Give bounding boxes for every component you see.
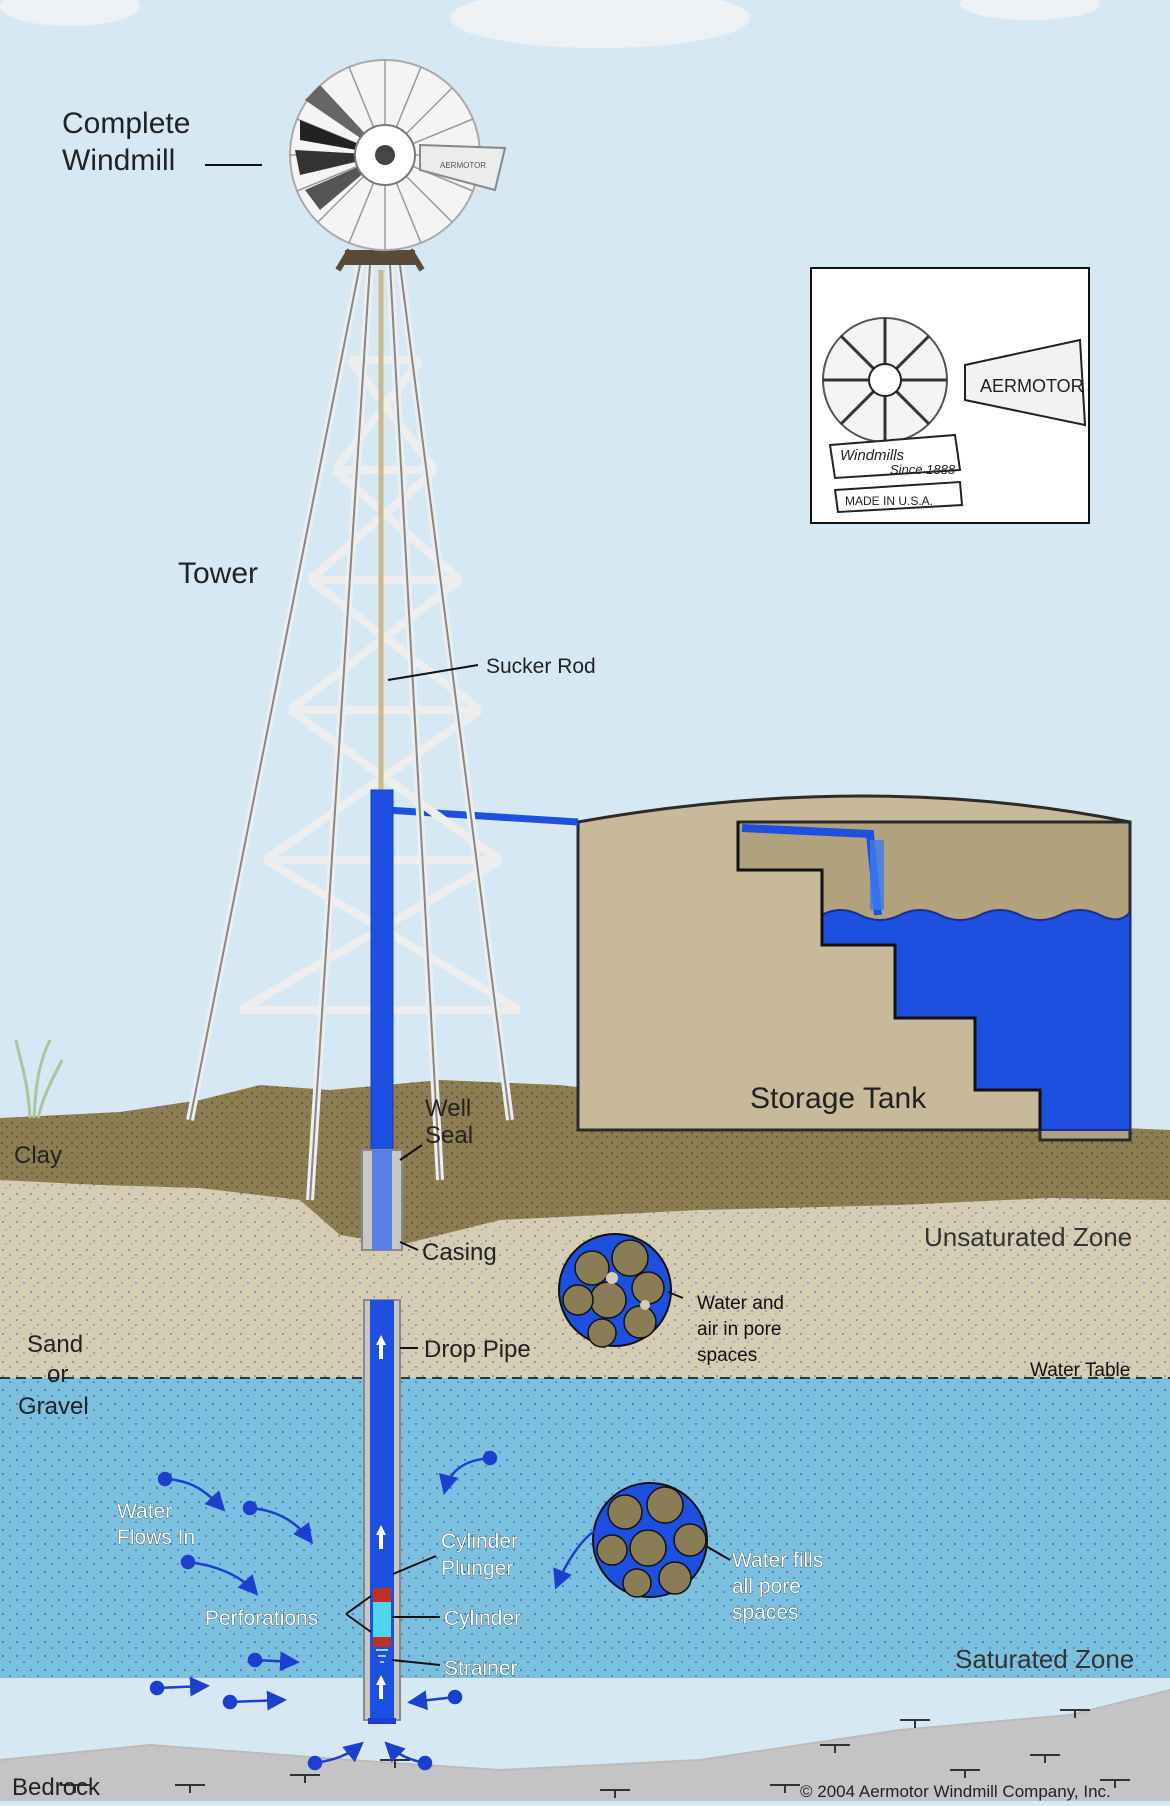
grass	[14, 1039, 64, 1119]
label-sucker-rod: Sucker Rod	[486, 655, 596, 678]
label-casing: Casing	[422, 1239, 497, 1266]
label-unsaturated-zone: Unsaturated Zone	[924, 1222, 1132, 1252]
label-drop-pipe: Drop Pipe	[424, 1336, 531, 1363]
bedrock-marks	[60, 1709, 1130, 1798]
copyright-text: © 2004 Aermotor Windmill Company, Inc.	[800, 1782, 1111, 1801]
label-complete-windmill-2: Windmill	[62, 144, 175, 177]
label-sand-1: Sand	[27, 1331, 83, 1358]
label-storage-tank: Storage Tank	[750, 1082, 927, 1115]
label-water-air-2: air in pore	[697, 1319, 782, 1340]
label-saturated-zone: Saturated Zone	[955, 1644, 1134, 1674]
label-water-fills-1: Water fills	[732, 1549, 823, 1572]
svg-text:AERMOTOR: AERMOTOR	[440, 161, 486, 170]
label-perforations: Perforations	[205, 1607, 318, 1630]
aermotor-logo: AERMOTOR Windmills Since 1888 MADE IN U.…	[810, 267, 1090, 524]
windmill-head: AERMOTOR	[289, 59, 507, 272]
label-clay: Clay	[14, 1142, 62, 1169]
pore-circle-unsaturated	[558, 1233, 672, 1348]
leader-lines	[205, 164, 731, 1666]
label-water-flows-2: Flows In	[117, 1526, 195, 1549]
logo-brand-text: AERMOTOR	[980, 376, 1084, 396]
label-cylinder-plunger-2: Plunger	[441, 1557, 513, 1580]
storage-tank	[576, 794, 1132, 1142]
drop-pipe-upper	[370, 789, 394, 1161]
label-water-air-1: Water and	[697, 1293, 784, 1314]
bedrock-layer	[0, 1690, 1170, 1801]
label-tower: Tower	[178, 557, 258, 590]
label-cylinder: Cylinder	[444, 1607, 521, 1630]
label-water-fills-2: all pore	[732, 1575, 801, 1598]
label-water-table: Water Table	[1030, 1360, 1130, 1381]
label-cylinder-plunger-1: Cylinder	[441, 1530, 518, 1553]
label-strainer: Strainer	[444, 1657, 518, 1680]
flow-up-arrows	[376, 1335, 386, 1699]
strainer-part	[376, 1649, 388, 1663]
cylinder-plunger-part	[373, 1588, 391, 1602]
clouds	[0, 0, 1100, 48]
logo-tagline-2: Since 1888	[890, 462, 956, 477]
label-complete-windmill-1: Complete	[62, 107, 190, 140]
logo-tagline-1: Windmills	[840, 447, 905, 464]
water-flow-arrows	[149, 1450, 597, 1771]
cylinder-part	[373, 1602, 391, 1637]
logo-made-in: MADE IN U.S.A.	[845, 494, 933, 508]
label-bedrock: Bedrock	[12, 1774, 101, 1801]
label-water-fills-3: spaces	[732, 1601, 799, 1624]
label-well-seal-1: Well	[425, 1095, 471, 1122]
saturated-zone	[0, 1378, 1170, 1678]
pore-circle-saturated	[592, 1482, 708, 1598]
label-water-flows-1: Water	[117, 1500, 172, 1523]
label-sand-3: Gravel	[18, 1393, 89, 1420]
label-well-seal-2: Seal	[425, 1122, 473, 1149]
label-sand-2: or	[47, 1361, 68, 1388]
label-water-air-3: spaces	[697, 1345, 757, 1366]
